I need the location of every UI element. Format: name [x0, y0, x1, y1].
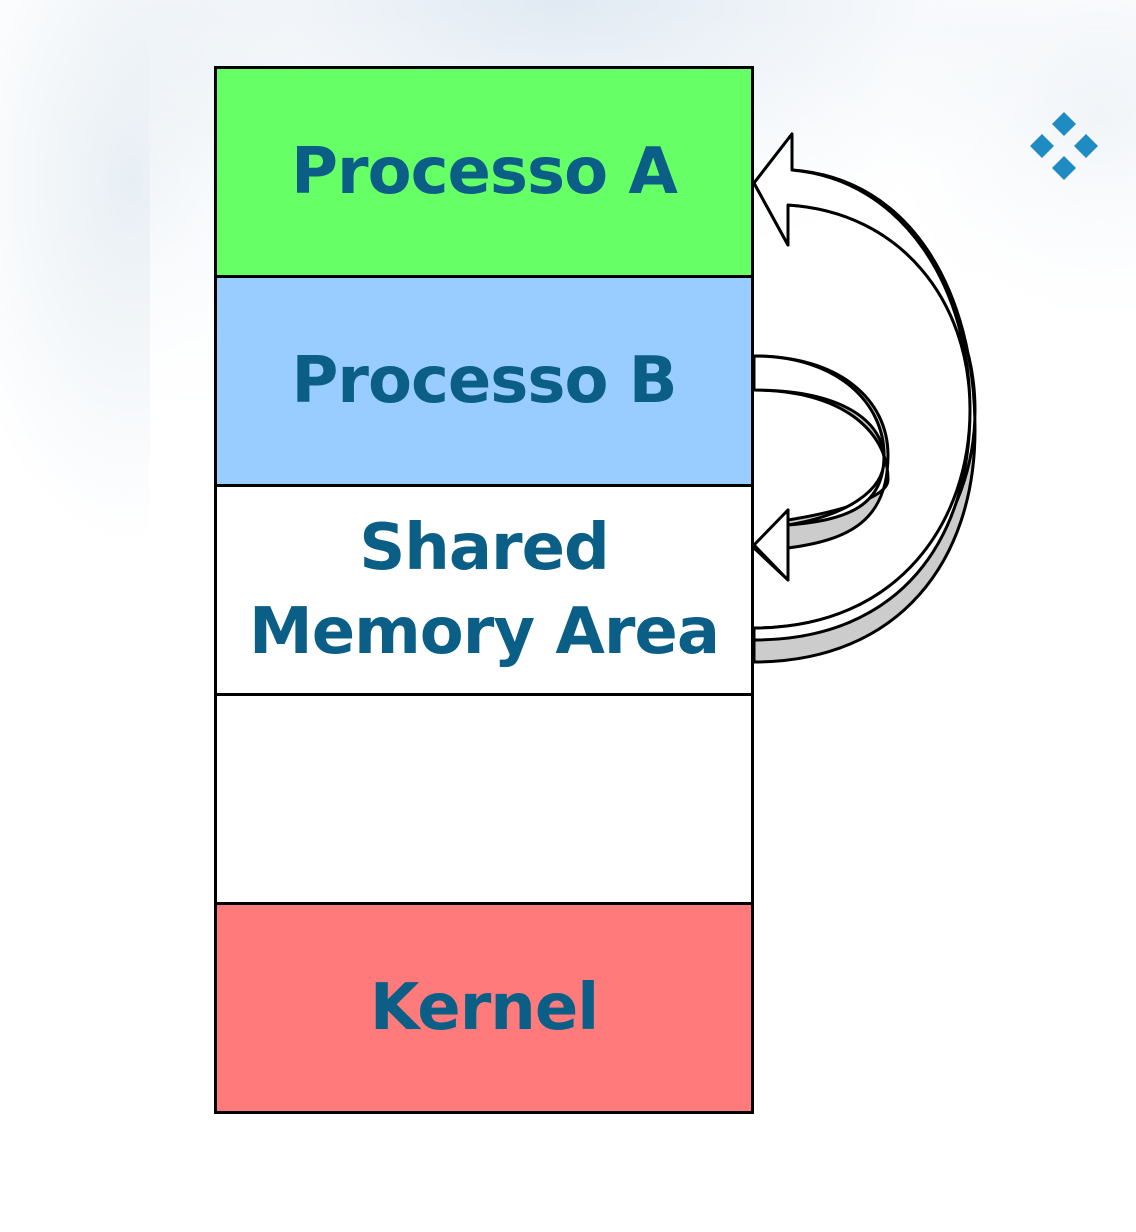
segment-processo-b: Processo B — [214, 275, 754, 487]
segment-label-shared-memory-area: Shared Memory Area — [249, 511, 720, 669]
curved-arrow-b-to-shared — [752, 354, 890, 582]
segment-processo-a: Processo A — [214, 66, 754, 278]
segment-label-processo-b: Processo B — [291, 344, 678, 418]
four-diamond-bullet-icon — [1030, 112, 1098, 180]
segment-label-processo-a: Processo A — [291, 135, 678, 209]
segment-empty — [214, 693, 754, 905]
memory-stack: Processo A Processo B Shared Memory Area… — [214, 66, 754, 1114]
segment-kernel: Kernel — [214, 902, 754, 1114]
curved-arrow-shared-to-a — [752, 132, 977, 664]
segment-label-kernel: Kernel — [369, 971, 599, 1045]
